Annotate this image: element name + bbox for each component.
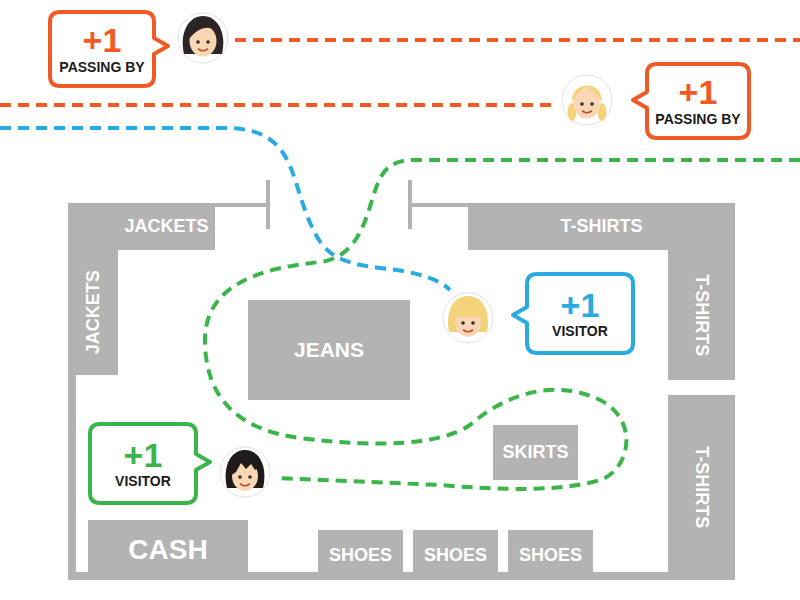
shelf-area: SHOES xyxy=(508,530,593,580)
callout-border xyxy=(633,64,749,138)
callout-bubble: +1PASSING BY xyxy=(48,10,156,88)
shelf-area: T-SHIRTS xyxy=(668,395,735,580)
shelf-area: JEANS xyxy=(248,300,410,400)
count-label: VISITOR xyxy=(115,473,171,489)
store-wall xyxy=(215,203,268,207)
count-label: PASSING BY xyxy=(59,59,144,75)
shelf-area: T-SHIRTS xyxy=(668,250,735,380)
section-name: JEANS xyxy=(294,338,364,362)
wall-gap xyxy=(664,380,735,395)
section-name: JACKETS xyxy=(83,270,104,354)
passing-path xyxy=(235,38,800,42)
section-name: T-SHIRTS xyxy=(691,446,712,528)
count-number: +1 xyxy=(124,438,163,474)
person-face xyxy=(443,293,493,343)
shelf-area: SHOES xyxy=(413,530,498,580)
section-name: JACKETS xyxy=(124,216,208,237)
callout-border xyxy=(513,274,633,353)
section-name: SHOES xyxy=(424,545,487,566)
section-name: SKIRTS xyxy=(502,442,568,463)
person-face xyxy=(562,75,612,125)
passing-path xyxy=(0,103,555,107)
door-post xyxy=(266,180,270,229)
count-number: +1 xyxy=(679,75,718,111)
section-name: CASH xyxy=(128,534,207,566)
section-name: SHOES xyxy=(519,545,582,566)
shelf-area: JACKETS xyxy=(118,203,215,250)
person-face xyxy=(178,13,228,63)
callout-bubble: +1VISITOR xyxy=(88,422,198,505)
callout-border xyxy=(90,424,210,503)
callout-bubble: +1PASSING BY xyxy=(645,62,751,140)
section-name: T-SHIRTS xyxy=(691,274,712,356)
callout-bubble: +1VISITOR xyxy=(525,272,635,355)
door-post xyxy=(408,180,412,229)
shelf-area: SKIRTS xyxy=(493,425,578,480)
shelf-area: T-SHIRTS xyxy=(468,203,735,250)
wall-corner xyxy=(68,203,118,250)
shelf-area: SHOES xyxy=(318,530,403,580)
shelf-area: JACKETS xyxy=(68,250,118,375)
person-face xyxy=(220,447,270,497)
store-wall xyxy=(410,203,468,207)
count-label: PASSING BY xyxy=(655,111,740,127)
count-number: +1 xyxy=(83,23,122,59)
count-label: VISITOR xyxy=(552,323,608,339)
shelf-area: CASH xyxy=(88,520,248,580)
section-name: SHOES xyxy=(329,545,392,566)
count-number: +1 xyxy=(561,288,600,324)
callout-border xyxy=(50,12,168,86)
section-name: T-SHIRTS xyxy=(560,216,642,237)
